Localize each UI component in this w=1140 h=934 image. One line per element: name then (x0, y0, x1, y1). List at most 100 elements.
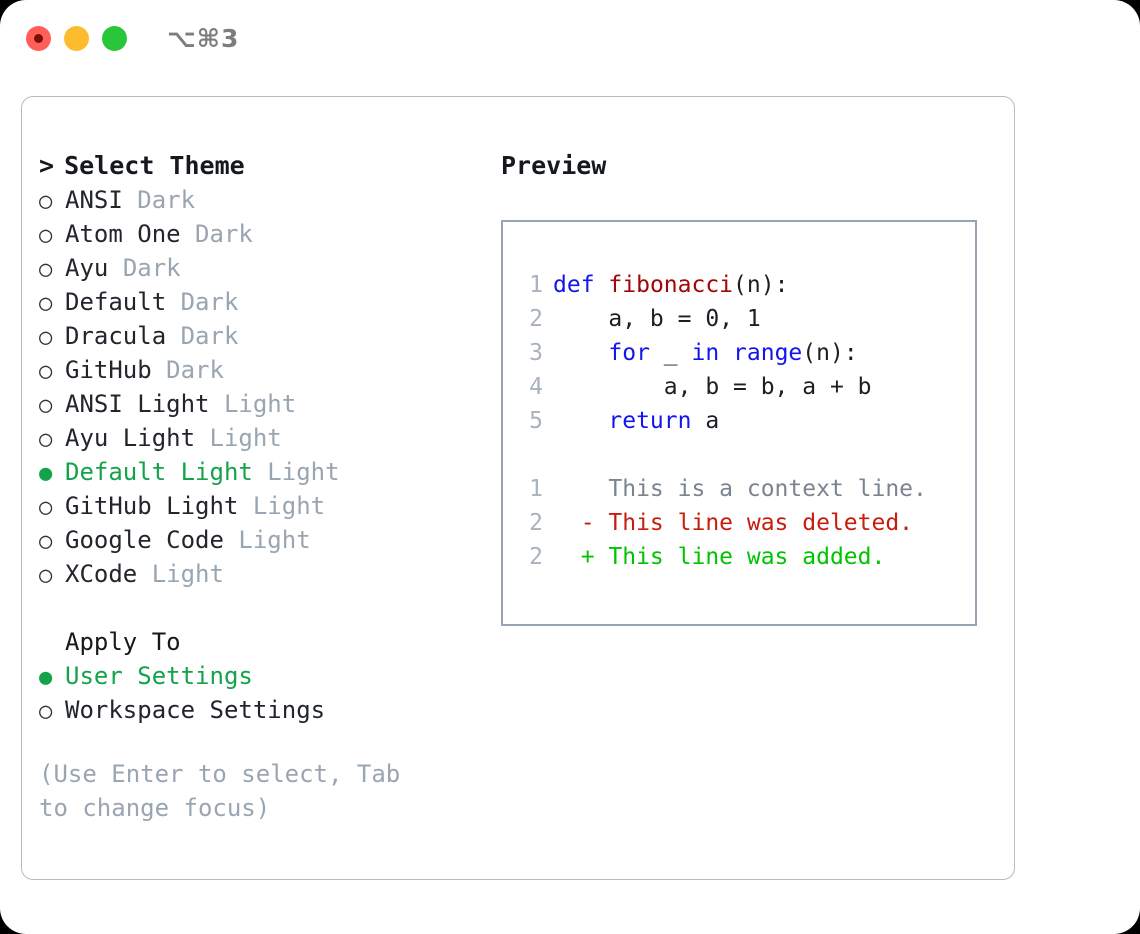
theme-variant-badge: Light (223, 390, 297, 418)
diff-line: 2 + This line was added. (517, 540, 927, 574)
theme-name: Google Code (65, 526, 224, 554)
title-bar: ⌥⌘3 (0, 0, 1140, 76)
radio-selected-icon[interactable]: ● (39, 665, 53, 690)
window-title: ⌥⌘3 (167, 24, 240, 53)
code-line: 2 a, b = 0, 1 (517, 302, 927, 336)
theme-variant-badge: Dark (195, 220, 253, 248)
diff-text: This is a context line. (608, 476, 927, 502)
radio-unselected-icon[interactable]: ○ (39, 325, 53, 350)
radio-unselected-icon[interactable]: ○ (39, 257, 53, 282)
theme-spacer (253, 455, 267, 489)
theme-variant-badge: Dark (180, 288, 239, 316)
theme-spacer (210, 387, 224, 421)
code-token: (n): (802, 340, 858, 366)
line-number: 1 (529, 272, 543, 298)
theme-variant-badge: Dark (122, 254, 181, 282)
theme-list-item[interactable]: ○Google Code Light (39, 523, 499, 557)
select-theme-heading-label: Select Theme (64, 151, 245, 180)
line-number: 1 (529, 476, 543, 502)
theme-list-item[interactable]: ● Default Light Light (39, 455, 499, 489)
theme-name: Dracula (65, 322, 167, 350)
radio-unselected-icon[interactable]: ○ (39, 427, 53, 452)
apply-to-option[interactable]: ○ Workspace Settings (39, 693, 499, 727)
code-token: (n): (733, 272, 789, 298)
radio-unselected-icon[interactable]: ○ (39, 291, 53, 316)
code-line: 3 for _ in range(n): (517, 336, 927, 370)
theme-name: Ayu Light (65, 424, 196, 452)
minimize-light[interactable] (64, 26, 89, 51)
theme-variant-badge: Dark (137, 186, 196, 214)
apply-to-list: ● User Settings ○ Workspace Settings (39, 659, 499, 727)
zoom-light[interactable] (102, 26, 127, 51)
theme-list-item[interactable]: ○Ayu Dark (39, 251, 499, 285)
line-number: 5 (529, 408, 543, 434)
theme-variant-badge: Light (267, 458, 340, 486)
code-token: for (608, 340, 650, 366)
theme-list-item[interactable]: ○ANSI Light Light (39, 387, 499, 421)
radio-unselected-icon[interactable]: ○ (39, 189, 53, 214)
radio-selected-icon[interactable]: ● (39, 461, 53, 486)
radio-unselected-icon[interactable]: ○ (39, 529, 53, 554)
diff-line: 2 - This line was deleted. (517, 506, 927, 540)
code-token: in (691, 340, 720, 366)
theme-list-item[interactable]: ○ Ayu Light Light (39, 421, 499, 455)
theme-list-item[interactable]: ○ Atom One Dark (39, 217, 499, 251)
diff-marker: - (553, 510, 609, 536)
line-number: 2 (529, 306, 543, 332)
theme-variant-badge: Light (209, 424, 282, 452)
code-token (719, 340, 733, 366)
radio-unselected-icon[interactable]: ○ (39, 699, 53, 724)
theme-name: ANSI (65, 186, 123, 214)
diff-marker: + (553, 544, 609, 570)
theme-list-item[interactable]: ○ ANSI Dark (39, 183, 499, 217)
theme-list-item[interactable]: ○ Default Dark (39, 285, 499, 319)
code-token (595, 272, 609, 298)
theme-name: Atom One (65, 220, 181, 248)
theme-list-item[interactable]: ○XCode Light (39, 557, 499, 591)
apply-to-option-label: Workspace Settings (65, 696, 326, 724)
theme-list-item[interactable]: ○GitHub Light Light (39, 489, 499, 523)
line-number: 2 (529, 544, 543, 570)
radio-unselected-icon[interactable]: ○ (39, 563, 53, 588)
keyboard-hint: (Use Enter to select, Tab to change focu… (39, 760, 401, 822)
code-token: def (553, 272, 595, 298)
diff-text: This line was deleted. (608, 510, 914, 536)
apply-to-title: Apply To (65, 628, 181, 656)
code-token: a (691, 408, 720, 434)
apply-to-option[interactable]: ● User Settings (39, 659, 499, 693)
theme-list-item[interactable]: ○ GitHub Dark (39, 353, 499, 387)
radio-unselected-icon[interactable]: ○ (39, 359, 53, 384)
code-line: 4 a, b = b, a + b (517, 370, 927, 404)
theme-spacer (181, 217, 195, 251)
code-token: range (733, 340, 803, 366)
apply-to-option-label: User Settings (65, 662, 253, 690)
theme-name: GitHub Light (65, 492, 239, 520)
close-light[interactable] (26, 26, 51, 51)
code-diff-separator (517, 438, 927, 472)
theme-name: GitHub (65, 356, 152, 384)
preview-title: Preview (501, 151, 607, 180)
radio-unselected-icon[interactable]: ○ (39, 223, 53, 248)
theme-spacer (152, 353, 166, 387)
code-token (553, 408, 608, 434)
diff-text: This line was added. (608, 544, 886, 570)
radio-unselected-icon[interactable]: ○ (39, 393, 53, 418)
theme-variant-badge: Dark (166, 356, 224, 384)
traffic-lights (26, 26, 127, 51)
radio-unselected-icon[interactable]: ○ (39, 495, 53, 520)
line-number: 2 (529, 510, 543, 536)
theme-selector-column: >Select Theme ○ANSI Dark○Atom One Dark○A… (39, 149, 499, 825)
theme-spacer (224, 523, 238, 557)
theme-spacer (195, 421, 209, 455)
theme-spacer (166, 285, 180, 319)
code-token: a, b = b, a + b (553, 374, 872, 400)
theme-name: Default Light (65, 458, 253, 486)
theme-name: Default (65, 288, 167, 316)
list-spacer (39, 591, 499, 625)
code-token: a, b = 0, 1 (553, 306, 761, 332)
theme-list-item[interactable]: ○Dracula Dark (39, 319, 499, 353)
theme-list: ○ANSI Dark○Atom One Dark○Ayu Dark○Defaul… (39, 183, 499, 591)
